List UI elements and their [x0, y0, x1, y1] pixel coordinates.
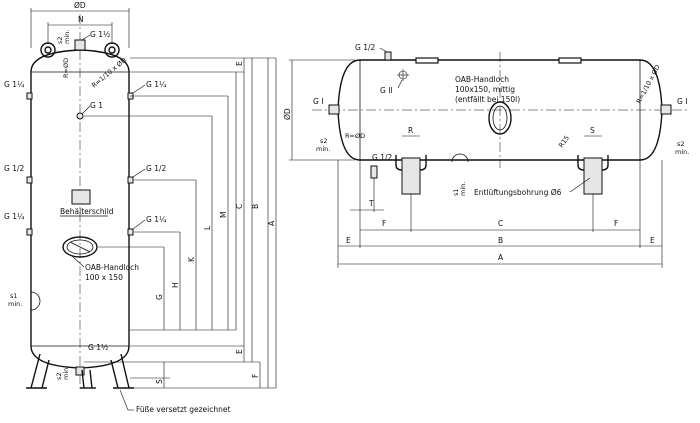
dim-E-top: E [235, 61, 244, 66]
conn-bottom-label: G 1½ [88, 343, 108, 352]
h-s2-right-min-label: min. [675, 148, 689, 156]
s2-top-min-label: min. [63, 30, 71, 44]
vessel-plate-icon [71, 189, 91, 205]
vent-label: Entlüftungsbohrung Ø6 [474, 188, 562, 197]
s1-min-label: min. [8, 300, 22, 308]
conn-lower-right-label: G 1¼ [146, 215, 167, 224]
s2-bottom-label: s2 [55, 372, 63, 380]
h-dim-T: T [368, 199, 374, 208]
h-dim-A: A [498, 253, 504, 262]
dim-H: H [171, 282, 180, 288]
dim-L: L [203, 225, 212, 230]
s2-bottom-min-label: min. [62, 366, 70, 380]
conn-mid-right-label: G 1/2 [146, 164, 166, 173]
h-dim-F-left: F [382, 219, 386, 228]
dim-E-bottom: E [235, 349, 244, 354]
h-handhole-label-1: OAB-Handloch [455, 75, 509, 84]
dim-G: G [155, 294, 164, 300]
conn-lower-left-label: G 1¼ [4, 212, 25, 221]
h-dim-B: B [498, 236, 503, 245]
dim-D: ØD [74, 1, 86, 10]
h-s1-label: s1 [452, 188, 460, 196]
conn-upper-left-label: G 1¼ [4, 80, 25, 89]
h-conn-inner-label: G II [380, 86, 393, 95]
dim-S: S [155, 379, 164, 384]
h-dim-R: R [408, 126, 413, 135]
h-s1-min-label: min. [459, 182, 467, 196]
h-conn-left-label: G I [313, 97, 323, 106]
dim-F: F [251, 374, 260, 378]
dim-K: K [187, 256, 196, 262]
vertical-dimensions: G H K L M C E E B F A S [84, 57, 277, 389]
conn-upper-right-label: G 1¼ [146, 80, 167, 89]
h-dim-E-right: E [650, 236, 655, 245]
dim-A: A [267, 220, 276, 226]
h-dim-C: C [498, 219, 503, 228]
handhole-label-1: OAB-Handloch [85, 263, 139, 272]
h-dim-E-left: E [346, 236, 351, 245]
s2-top-label: s2 [56, 36, 64, 44]
h-s2-min-label: min. [316, 145, 330, 153]
vertical-vessel-view: ØD N s2 min. R=ØD R=1/10 x ØD G 1½ G 1¼ … [4, 1, 277, 414]
h-conn-right-label: G I [677, 97, 687, 106]
h-radius-label: R=ØD [345, 132, 365, 140]
h-dim-D: ØD [283, 108, 292, 120]
head-formula-label: R=1/10 x ØD [90, 56, 128, 90]
h-handhole-label-2: 100x150, mittig [455, 85, 515, 94]
h-head-formula-label: R=1/10 x ØD [635, 64, 662, 105]
dim-B: B [251, 204, 260, 209]
horizontal-vessel-view: G 1/2 G II G I G I G 1/2 OAB-Handloch 10… [283, 43, 690, 268]
conn-center-label: G 1 [90, 101, 103, 110]
h-dim-S: S [590, 126, 595, 135]
h-conn-top-label: G 1/2 [355, 43, 375, 52]
s1-label: s1 [10, 292, 18, 300]
h-conn-bottom-label: G 1/2 [372, 153, 392, 162]
feet-note: Füße versetzt gezeichnet [136, 405, 230, 414]
h-dim-F-right: F [614, 219, 618, 228]
conn-top-label: G 1½ [90, 30, 110, 39]
conn-mid-left-label: G 1/2 [4, 164, 24, 173]
dim-M: M [219, 212, 228, 218]
h-s2-label: s2 [320, 137, 328, 145]
dim-N: N [78, 15, 84, 24]
h-dim-R15: R15 [557, 134, 571, 149]
vessel-plate-label: Behälterschild [60, 207, 114, 216]
dim-C: C [235, 204, 244, 209]
h-handhole-label-3: (entfällt bei 150l) [455, 95, 520, 104]
handhole-label-2: 100 x 150 [85, 273, 123, 282]
radius-label: R=ØD [62, 58, 70, 78]
h-s2-right-label: s2 [677, 140, 685, 148]
